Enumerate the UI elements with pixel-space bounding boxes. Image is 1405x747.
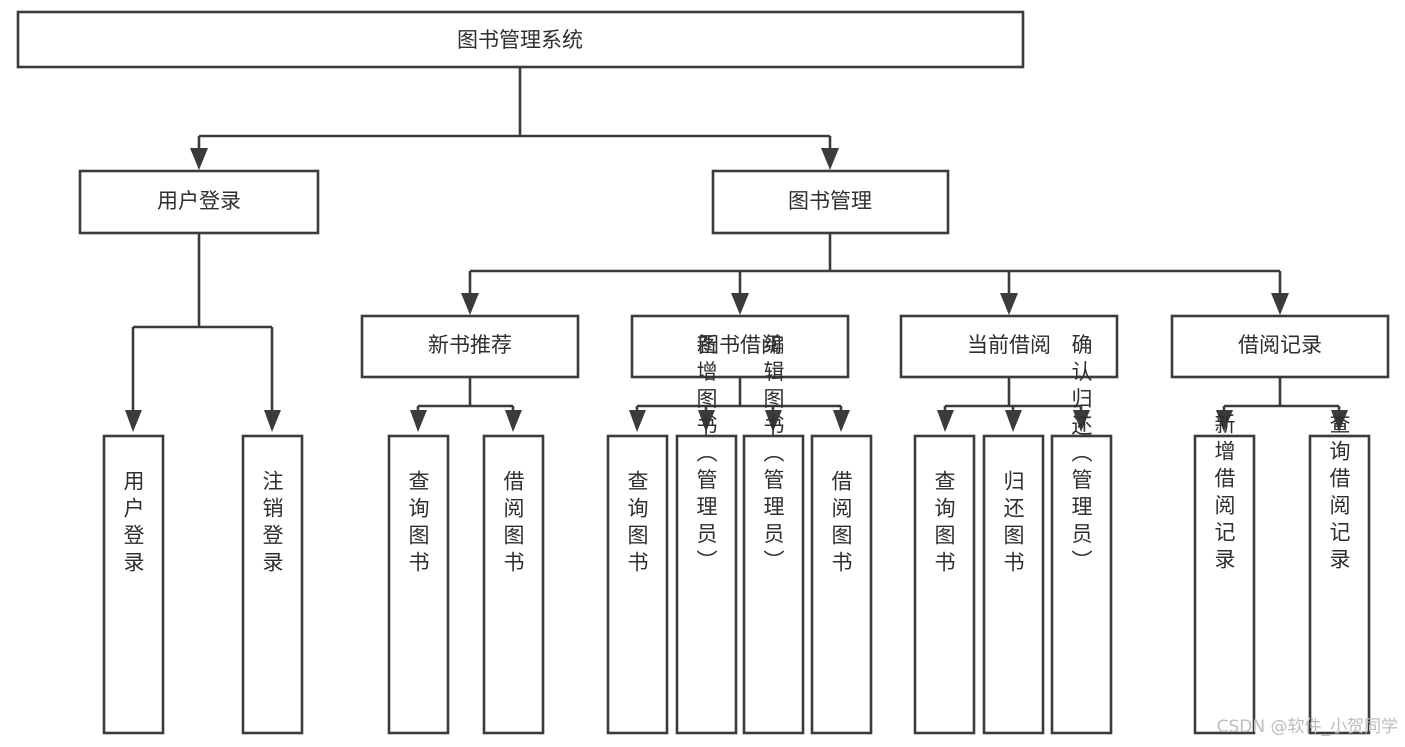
leaf-confirm-return-admin-box (1050, 434, 1113, 735)
leaf-borrow-book-box (810, 434, 873, 735)
leaf-node-add-book-admin[interactable]: 新增图书（管理员） (675, 334, 738, 735)
arrow-new-book-recommend (461, 293, 479, 315)
node-new-book-recommend-label: 新书推荐 (428, 333, 512, 357)
leaf-logout-label: 注销登录 (260, 470, 284, 578)
leaf-query-book-borrow-label: 查询图书 (625, 470, 649, 578)
leaf-query-book-current-label: 查询图书 (932, 470, 956, 578)
arrow-book-management (821, 148, 839, 170)
node-borrow-records-label: 借阅记录 (1238, 333, 1322, 357)
leaf-node-return-book[interactable]: 归还图书 (982, 434, 1045, 735)
leaf-logout-box (241, 434, 304, 735)
leaf-node-query-book-borrow[interactable]: 查询图书 (606, 434, 669, 735)
leaf-confirm-return-admin-label: 确认归还（管理员） (1069, 334, 1093, 577)
arrow-leaf-book-borrow-4 (833, 410, 850, 432)
node-book-borrow[interactable]: 图书借阅 (630, 314, 850, 379)
leaf-borrow-book-recommend-label: 借阅图书 (501, 470, 525, 578)
leaf-add-borrow-record-box (1193, 434, 1256, 735)
arrow-leaf-current-borrow-2 (1005, 410, 1022, 432)
arrow-book-borrow (731, 293, 749, 315)
leaf-query-borrow-record-box (1308, 434, 1371, 735)
leaf-query-borrow-record-label: 查询借阅记录 (1327, 413, 1351, 575)
arrow-leaf-current-borrow-3 (1073, 410, 1090, 432)
leaf-query-book-current-box (913, 434, 976, 735)
arrow-leaf-user-login-1 (125, 410, 142, 432)
leaf-edit-book-admin-label: 编辑图书（管理员） (761, 334, 785, 577)
arrow-leaf-current-borrow-1 (937, 410, 954, 432)
arrow-leaf-book-borrow-1 (629, 410, 646, 432)
arrow-leaf-book-borrow-2 (698, 410, 715, 432)
arrow-user-login (190, 148, 208, 170)
node-borrow-records-box (1170, 314, 1390, 379)
leaf-query-book-borrow-box (606, 434, 669, 735)
leaf-user-login-label: 用户登录 (121, 470, 145, 578)
leaf-user-login-box (102, 434, 165, 735)
node-current-borrow-box (899, 314, 1119, 379)
node-root-book-management-system[interactable]: 图书管理系统 (16, 10, 1025, 69)
node-root-box (16, 10, 1025, 69)
node-user-login-label: 用户登录 (157, 189, 241, 213)
leaf-node-query-book-recommend[interactable]: 查询图书 (387, 434, 450, 735)
csdn-watermark: CSDN @软件_小贺同学 (1217, 717, 1398, 737)
node-new-book-recommend[interactable]: 新书推荐 (360, 314, 580, 379)
leaf-borrow-book-label: 借阅图书 (829, 470, 853, 578)
leaf-return-book-label: 归还图书 (1001, 470, 1025, 578)
node-root-label: 图书管理系统 (457, 28, 583, 52)
leaf-edit-book-admin-box (742, 434, 805, 735)
node-current-borrow[interactable]: 当前借阅 (899, 314, 1119, 379)
leaf-node-query-borrow-record[interactable]: 查询借阅记录 (1308, 413, 1371, 735)
node-new-book-recommend-box (360, 314, 580, 379)
arrow-current-borrow (1000, 293, 1018, 315)
leaf-node-borrow-book-recommend[interactable]: 借阅图书 (482, 434, 545, 735)
leaf-node-user-login[interactable]: 用户登录 (102, 434, 165, 735)
arrow-leaf-new-book-2 (505, 410, 522, 432)
leaf-node-add-borrow-record[interactable]: 新增借阅记录 (1193, 413, 1256, 735)
leaf-node-logout[interactable]: 注销登录 (241, 434, 304, 735)
leaf-node-confirm-return-admin[interactable]: 确认归还（管理员） (1050, 334, 1113, 735)
leaf-borrow-book-recommend-box (482, 434, 545, 735)
node-borrow-records[interactable]: 借阅记录 (1170, 314, 1390, 379)
arrow-leaf-user-login-2 (264, 410, 281, 432)
leaf-return-book-box (982, 434, 1045, 735)
leaf-query-book-recommend-box (387, 434, 450, 735)
leaf-add-book-admin-box (675, 434, 738, 735)
node-user-login[interactable]: 用户登录 (78, 169, 320, 235)
leaf-node-borrow-book[interactable]: 借阅图书 (810, 434, 873, 735)
leaf-node-query-book-current[interactable]: 查询图书 (913, 434, 976, 735)
node-current-borrow-label: 当前借阅 (967, 333, 1051, 357)
arrow-leaf-new-book-1 (410, 410, 427, 432)
node-book-management-label: 图书管理 (788, 189, 872, 213)
leaf-add-book-admin-label: 新增图书（管理员） (694, 334, 718, 577)
node-book-borrow-box (630, 314, 850, 379)
node-book-management-box (711, 169, 950, 235)
node-book-borrow-label: 图书借阅 (698, 333, 782, 357)
arrow-leaf-borrow-records-1 (1216, 410, 1233, 432)
arrow-leaf-book-borrow-3 (765, 410, 782, 432)
arrow-borrow-records (1271, 293, 1289, 315)
leaf-query-book-recommend-label: 查询图书 (406, 470, 430, 578)
leaf-node-edit-book-admin[interactable]: 编辑图书（管理员） (742, 334, 805, 735)
node-book-management[interactable]: 图书管理 (711, 169, 950, 235)
leaf-add-borrow-record-label: 新增借阅记录 (1212, 413, 1236, 575)
arrow-leaf-borrow-records-2 (1331, 410, 1348, 432)
